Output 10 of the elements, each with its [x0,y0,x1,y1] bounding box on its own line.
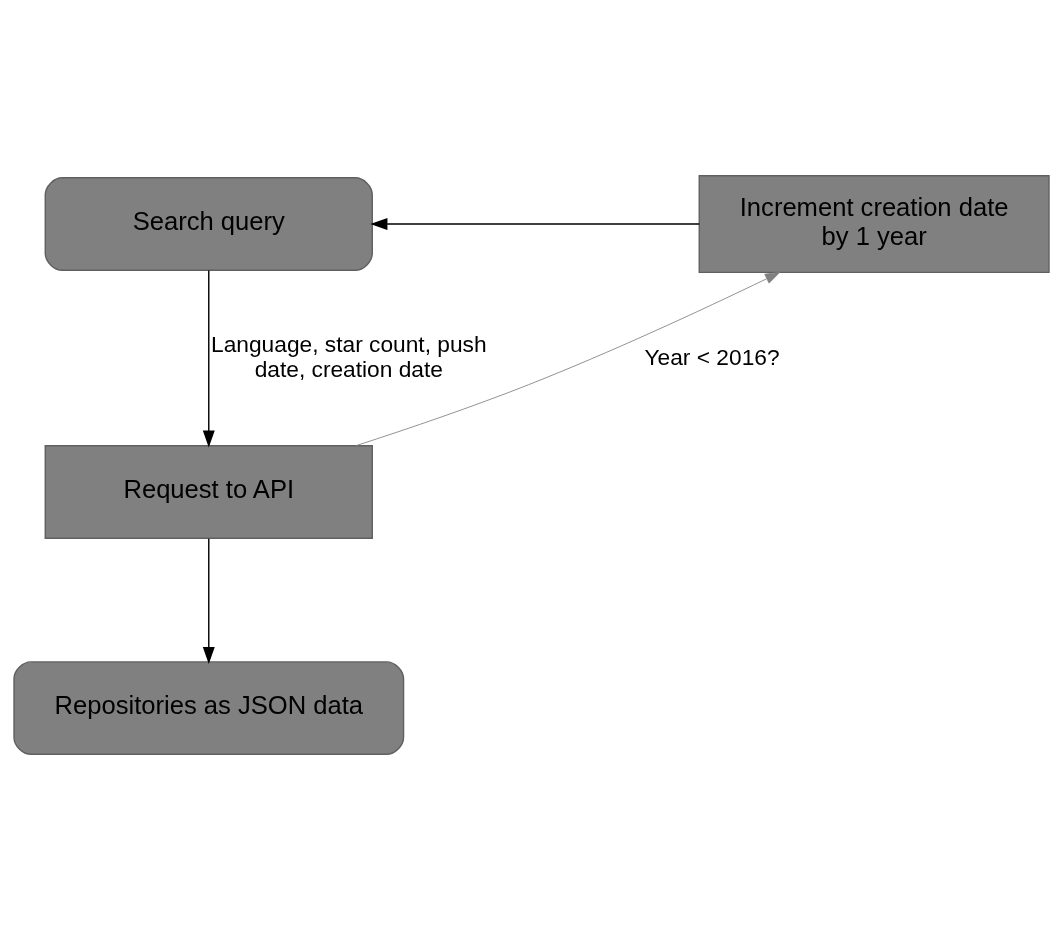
arrow [202,269,215,448]
arrow [202,537,215,665]
node-box: Increment creation date by 1 year [698,175,1050,274]
arrow [355,272,781,447]
node-box: Repositories as JSON data [13,661,405,755]
node-box: Search query [44,177,373,271]
arrow [370,218,700,230]
node-box: Request to API [44,445,373,539]
edge-label: Language, star count, push date, creation date [211,330,487,383]
edge-label: Year < 2016? [644,343,780,370]
